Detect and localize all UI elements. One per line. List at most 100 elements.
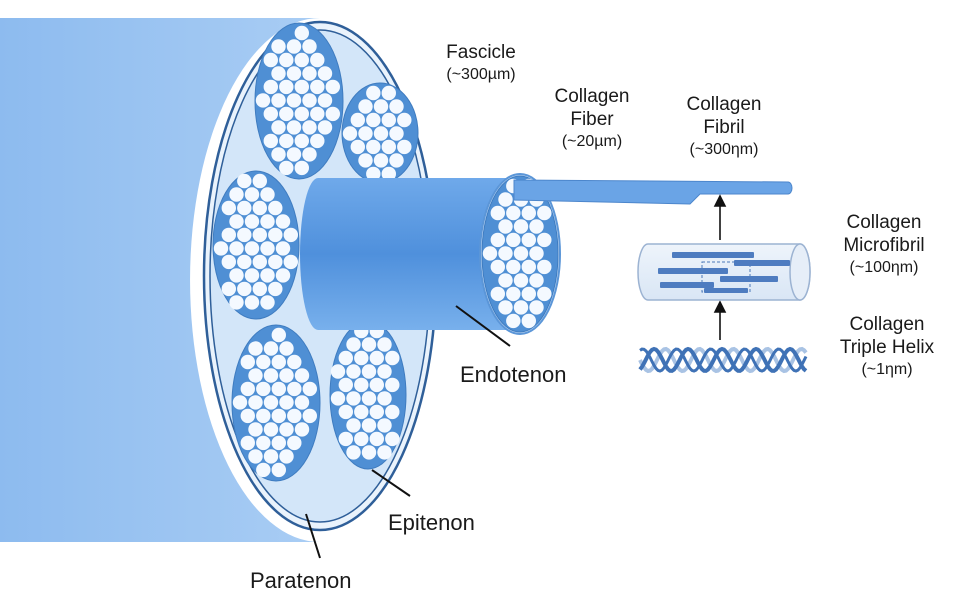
fibril-dot	[271, 354, 286, 370]
fibril-dot	[346, 337, 361, 352]
microfibril-tube	[637, 243, 811, 301]
fibril-dot	[377, 337, 392, 352]
fibril-dot	[271, 147, 286, 162]
fibril-dot	[490, 232, 505, 248]
fibril-dot	[358, 126, 373, 141]
fibril-dot	[271, 381, 286, 397]
fibril-dot	[286, 93, 302, 108]
fibril-line1: Collagen	[686, 94, 762, 115]
fibril-dot	[221, 254, 236, 270]
fibril-dot	[361, 337, 377, 352]
fibril-dot	[346, 418, 361, 433]
fibril-dot	[275, 268, 291, 283]
fibril-dot	[248, 368, 263, 383]
fibril-dot	[240, 435, 255, 451]
fibril-dot	[369, 404, 384, 420]
fibril-dot	[537, 286, 552, 302]
fibril-dot	[240, 354, 255, 370]
fibril-dot	[350, 139, 365, 155]
microfibril-line1: Collagen	[846, 212, 922, 233]
fibril-dot	[373, 153, 389, 168]
fibril-dot	[381, 166, 396, 182]
fibril-dot	[256, 354, 271, 370]
fibril-dot	[271, 462, 286, 478]
fibril-dot	[369, 377, 384, 393]
fibril-dot	[279, 368, 294, 383]
fibril-dot	[346, 445, 361, 460]
fibril-dot	[256, 435, 271, 451]
fibril-dot	[385, 377, 400, 393]
epitenon-leader	[371, 469, 411, 497]
fibril-dot	[537, 205, 552, 221]
fibril-dot	[498, 300, 513, 315]
fibril-dot	[252, 200, 267, 216]
fibril-dot	[346, 391, 361, 406]
fascicle-top-left	[254, 22, 344, 180]
fibril-dot	[229, 187, 244, 202]
fiber-size: (~20µm)	[561, 132, 623, 150]
fibril-dot	[263, 106, 278, 122]
collagen-microfibril-label: Collagen Microfibril (~100ηm)	[822, 212, 946, 277]
fibril-dot	[294, 25, 309, 41]
triple-helix	[638, 346, 808, 374]
fibril-dot	[268, 227, 283, 243]
fibril-dot	[338, 350, 353, 366]
fibril-dot	[256, 381, 271, 397]
fibril-dot	[310, 52, 325, 68]
fibril-dot	[263, 368, 279, 383]
fibril-dot	[537, 259, 552, 275]
fibril-dot	[248, 422, 263, 437]
fibril-dot	[302, 381, 317, 397]
fascicle-name: Fascicle	[446, 42, 516, 63]
fiber-line1: Collagen	[554, 86, 630, 107]
fibril-dot	[350, 112, 365, 128]
fiber-line2: Fiber	[570, 108, 614, 130]
fibril-dot	[317, 93, 333, 108]
collagen-fibril-label: Collagen Fibril (~300ηm)	[664, 94, 784, 159]
fibril-dot	[529, 246, 544, 261]
fibril-dot	[279, 106, 294, 122]
fibril-dot	[263, 395, 279, 410]
fibril-dot	[513, 300, 529, 315]
fibril-dot	[513, 273, 529, 288]
fibril-dot	[366, 85, 381, 101]
microfibril-size: (~100ηm)	[849, 258, 919, 276]
fibril-dot	[338, 431, 353, 447]
fibril-dot	[381, 139, 396, 155]
fibril-dot	[240, 381, 255, 397]
fibril-dot	[279, 160, 294, 176]
fibril-dot	[229, 214, 244, 229]
fibril-dot	[255, 93, 271, 108]
fibril-dot	[490, 259, 505, 275]
fibril-dot	[286, 39, 302, 54]
fibril-dot	[286, 66, 302, 81]
helix-size: (~1ηm)	[861, 360, 913, 378]
fibril-dot	[268, 254, 283, 270]
fibril-dot	[354, 431, 369, 447]
fibril-strand	[513, 179, 793, 205]
fibril-dot	[389, 126, 404, 141]
tendon-body	[0, 18, 320, 542]
fibril-dot	[385, 404, 400, 420]
fibril-dot	[256, 462, 271, 478]
fibril-dot	[237, 281, 252, 297]
fibril-dot	[366, 166, 381, 182]
fibril-dot	[354, 404, 369, 420]
epitenon-label: Epitenon	[388, 510, 475, 535]
fascicle-size: (~300µm)	[446, 65, 516, 83]
fibril-dot	[294, 160, 309, 176]
fibril-dot	[240, 408, 255, 424]
fibril-dot	[271, 66, 286, 81]
fibril-dot	[256, 408, 271, 424]
fibril-dot	[263, 341, 279, 356]
fibril-dot	[346, 364, 361, 379]
fibril-dot	[506, 232, 521, 248]
fibril-dot	[397, 139, 412, 155]
fibril-dot	[279, 79, 294, 95]
fibril-dot	[294, 422, 310, 437]
collagen-fiber-label: Collagen Fiber (~20µm)	[536, 86, 648, 151]
fibril-dot	[521, 286, 536, 302]
fibril-dot	[283, 227, 298, 243]
fibril-dot	[229, 295, 244, 310]
